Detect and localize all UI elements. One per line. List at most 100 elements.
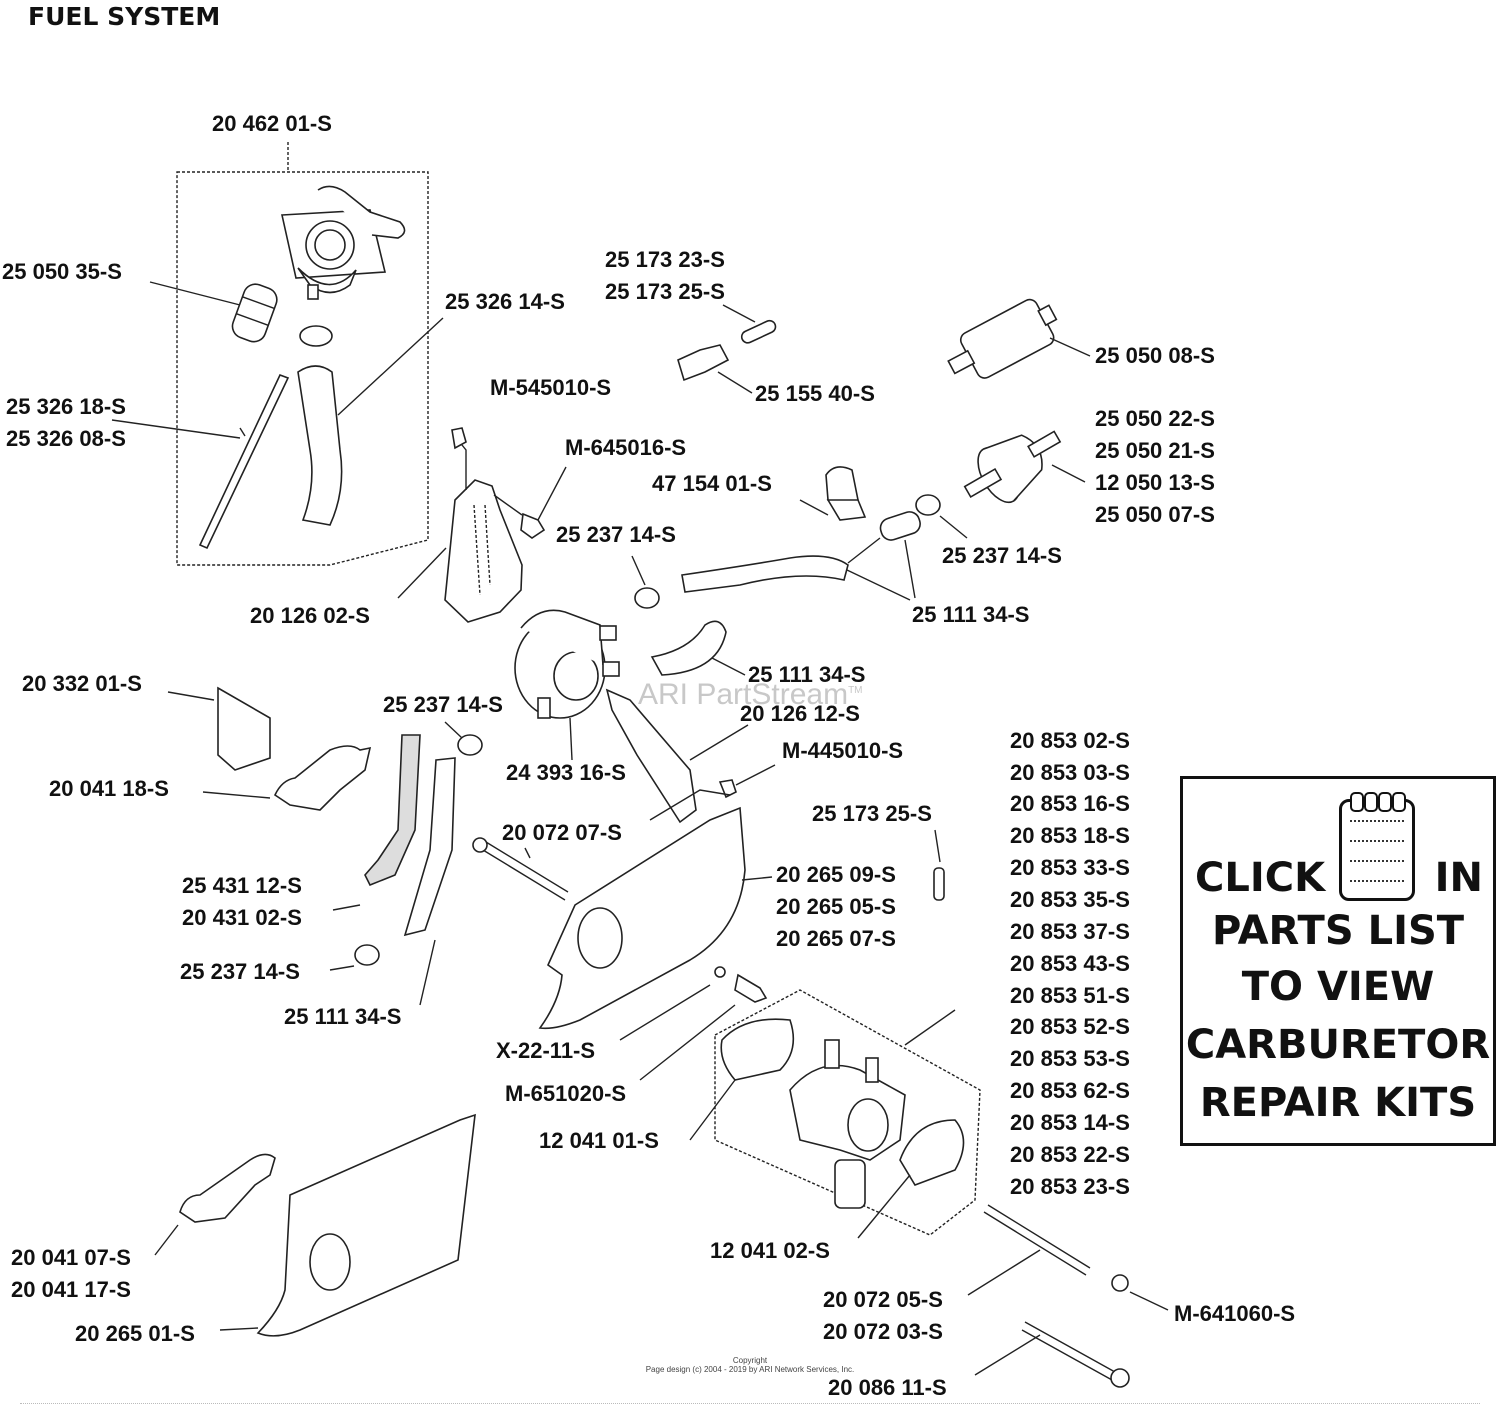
part-label[interactable]: M-641060-S	[1174, 1301, 1296, 1326]
part-label[interactable]: 25 173 25-S	[605, 279, 725, 304]
part-label[interactable]: 20 041 17-S	[11, 1277, 131, 1302]
click-word: CLICK	[1195, 855, 1326, 901]
stud-part	[983, 1204, 1091, 1276]
part-label[interactable]: 25 237 14-S	[383, 692, 503, 717]
part-label[interactable]: 12 041 01-S	[539, 1128, 659, 1153]
carburetor-part-label[interactable]: 20 853 33-S	[1010, 855, 1130, 880]
bolt-part	[451, 427, 467, 450]
bolt-part	[1021, 1321, 1116, 1381]
part-label[interactable]: 25 326 18-S	[6, 394, 126, 419]
part-label[interactable]: 25 173 25-S	[812, 801, 932, 826]
part-label[interactable]: 25 237 14-S	[942, 543, 1062, 568]
page-title: FUEL SYSTEM	[28, 2, 221, 31]
part-label[interactable]: 12 041 02-S	[710, 1238, 830, 1263]
page-bottom-divider	[20, 1403, 1480, 1404]
carburetor-part-label[interactable]: 20 853 02-S	[1010, 728, 1130, 753]
part-label[interactable]: M-651020-S	[505, 1081, 627, 1106]
part-label[interactable]: 24 393 16-S	[506, 760, 626, 785]
part-label[interactable]: 20 332 01-S	[22, 671, 142, 696]
bolt-part	[520, 512, 546, 539]
part-label[interactable]: X-22-11-S	[496, 1038, 596, 1063]
part-label[interactable]: 20 265 07-S	[776, 926, 896, 951]
carburetor-part-label[interactable]: 20 853 37-S	[1010, 919, 1130, 944]
part-label[interactable]: 20 041 18-S	[49, 776, 169, 801]
part-label[interactable]: 25 237 14-S	[180, 959, 300, 984]
part-label[interactable]: 20 265 01-S	[75, 1321, 195, 1346]
fuel-valve-part	[281, 185, 406, 300]
part-label[interactable]: 25 050 22-S	[1095, 406, 1215, 431]
gasket-part	[179, 1153, 276, 1223]
part-label[interactable]: 25 050 08-S	[1095, 343, 1215, 368]
carburetor-part-label[interactable]: 20 853 03-S	[1010, 760, 1130, 785]
part-label[interactable]: 25 326 08-S	[6, 426, 126, 451]
part-label[interactable]: 25 111 34-S	[284, 1004, 402, 1029]
valve-clip-part	[677, 344, 730, 382]
copyright-line-1: Copyright	[732, 1356, 768, 1365]
gasket-part	[720, 1018, 795, 1081]
clamp-part	[915, 494, 941, 516]
watermark: ARI PartStreamTM	[638, 678, 863, 712]
valve-kit-outline	[176, 142, 429, 566]
part-label[interactable]: 25 050 21-S	[1095, 438, 1215, 463]
part-label[interactable]: 20 265 09-S	[776, 862, 896, 887]
part-label[interactable]: 20 041 07-S	[11, 1245, 131, 1270]
part-label[interactable]: 47 154 01-S	[652, 471, 772, 496]
part-label[interactable]: 20 072 05-S	[823, 1287, 943, 1312]
part-label[interactable]: 25 173 23-S	[605, 247, 725, 272]
part-label[interactable]: 20 462 01-S	[212, 111, 332, 136]
stud-head	[472, 837, 488, 853]
fuel-pump-part	[514, 609, 620, 719]
callout-first-line: CLICK IN	[1191, 792, 1485, 907]
part-label[interactable]: 12 050 13-S	[1095, 470, 1215, 495]
carburetor-part-label[interactable]: 20 853 16-S	[1010, 791, 1130, 816]
part-label[interactable]: 25 155 40-S	[755, 381, 875, 406]
part-label[interactable]: 20 126 12-S	[740, 701, 860, 726]
part-label[interactable]: 25 111 34-S	[912, 602, 1030, 627]
bolt-head	[1110, 1368, 1130, 1388]
bolt-part	[718, 779, 737, 799]
callout-line-to-view: TO VIEW	[1241, 964, 1435, 1010]
part-label[interactable]: 25 050 35-S	[2, 259, 122, 284]
pin-part	[933, 867, 945, 901]
hose-part	[297, 365, 343, 526]
trademark-mark: TM	[848, 685, 863, 696]
carburetor-part-label[interactable]: 20 853 23-S	[1010, 1174, 1130, 1199]
carburetor-part-label[interactable]: 20 853 62-S	[1010, 1078, 1130, 1103]
carburetor-part-label[interactable]: 20 853 53-S	[1010, 1046, 1130, 1071]
part-label[interactable]: 25 237 14-S	[556, 522, 676, 547]
copyright-line-2: Page design (c) 2004 - 2019 by ARI Netwo…	[645, 1365, 855, 1374]
in-word: IN	[1434, 855, 1483, 901]
gasket-part	[899, 1119, 965, 1186]
clamp-part	[457, 734, 483, 756]
carburetor-part-label[interactable]: 20 853 18-S	[1010, 823, 1130, 848]
part-label[interactable]: 20 431 02-S	[182, 905, 302, 930]
part-label[interactable]: 20 072 03-S	[823, 1319, 943, 1344]
part-label[interactable]: 20 072 07-S	[502, 820, 622, 845]
part-label[interactable]: 25 326 14-S	[445, 289, 565, 314]
callout-line-carburetor: CARBURETOR	[1185, 1022, 1491, 1068]
fuel-filter-part	[963, 430, 1062, 504]
part-label[interactable]: 20 086 11-S	[828, 1375, 947, 1400]
carburetor-part-label[interactable]: 20 853 51-S	[1010, 983, 1130, 1008]
part-label[interactable]: 20 265 05-S	[776, 894, 896, 919]
intake-part	[256, 1113, 476, 1337]
part-label[interactable]: 20 126 02-S	[250, 603, 370, 628]
carburetor-part-label[interactable]: 20 853 52-S	[1010, 1014, 1130, 1039]
part-label[interactable]: 25 111 34-S	[748, 662, 866, 687]
part-label[interactable]: M-445010-S	[782, 738, 904, 763]
carburetor-repair-kits-callout[interactable]: CLICK IN PARTS LIST TO VIEW CARBURETOR R…	[1180, 776, 1496, 1146]
copyright-notice: Copyright Page design (c) 2004 - 2019 by…	[640, 1356, 860, 1374]
part-label[interactable]: 25 050 07-S	[1095, 502, 1215, 527]
strainer-part	[231, 283, 278, 343]
part-label[interactable]: M-545010-S	[490, 375, 612, 400]
bracket-part	[444, 479, 523, 623]
clamp-part	[354, 944, 380, 966]
carburetor-part-label[interactable]: 20 853 43-S	[1010, 951, 1130, 976]
part-label[interactable]: M-645016-S	[565, 435, 687, 460]
stud-part	[482, 841, 569, 901]
part-label[interactable]: 25 431 12-S	[182, 873, 302, 898]
carburetor-part-label[interactable]: 20 853 14-S	[1010, 1110, 1130, 1135]
carburetor-part-label[interactable]: 20 853 35-S	[1010, 887, 1130, 912]
carburetor-part-label[interactable]: 20 853 22-S	[1010, 1142, 1130, 1167]
